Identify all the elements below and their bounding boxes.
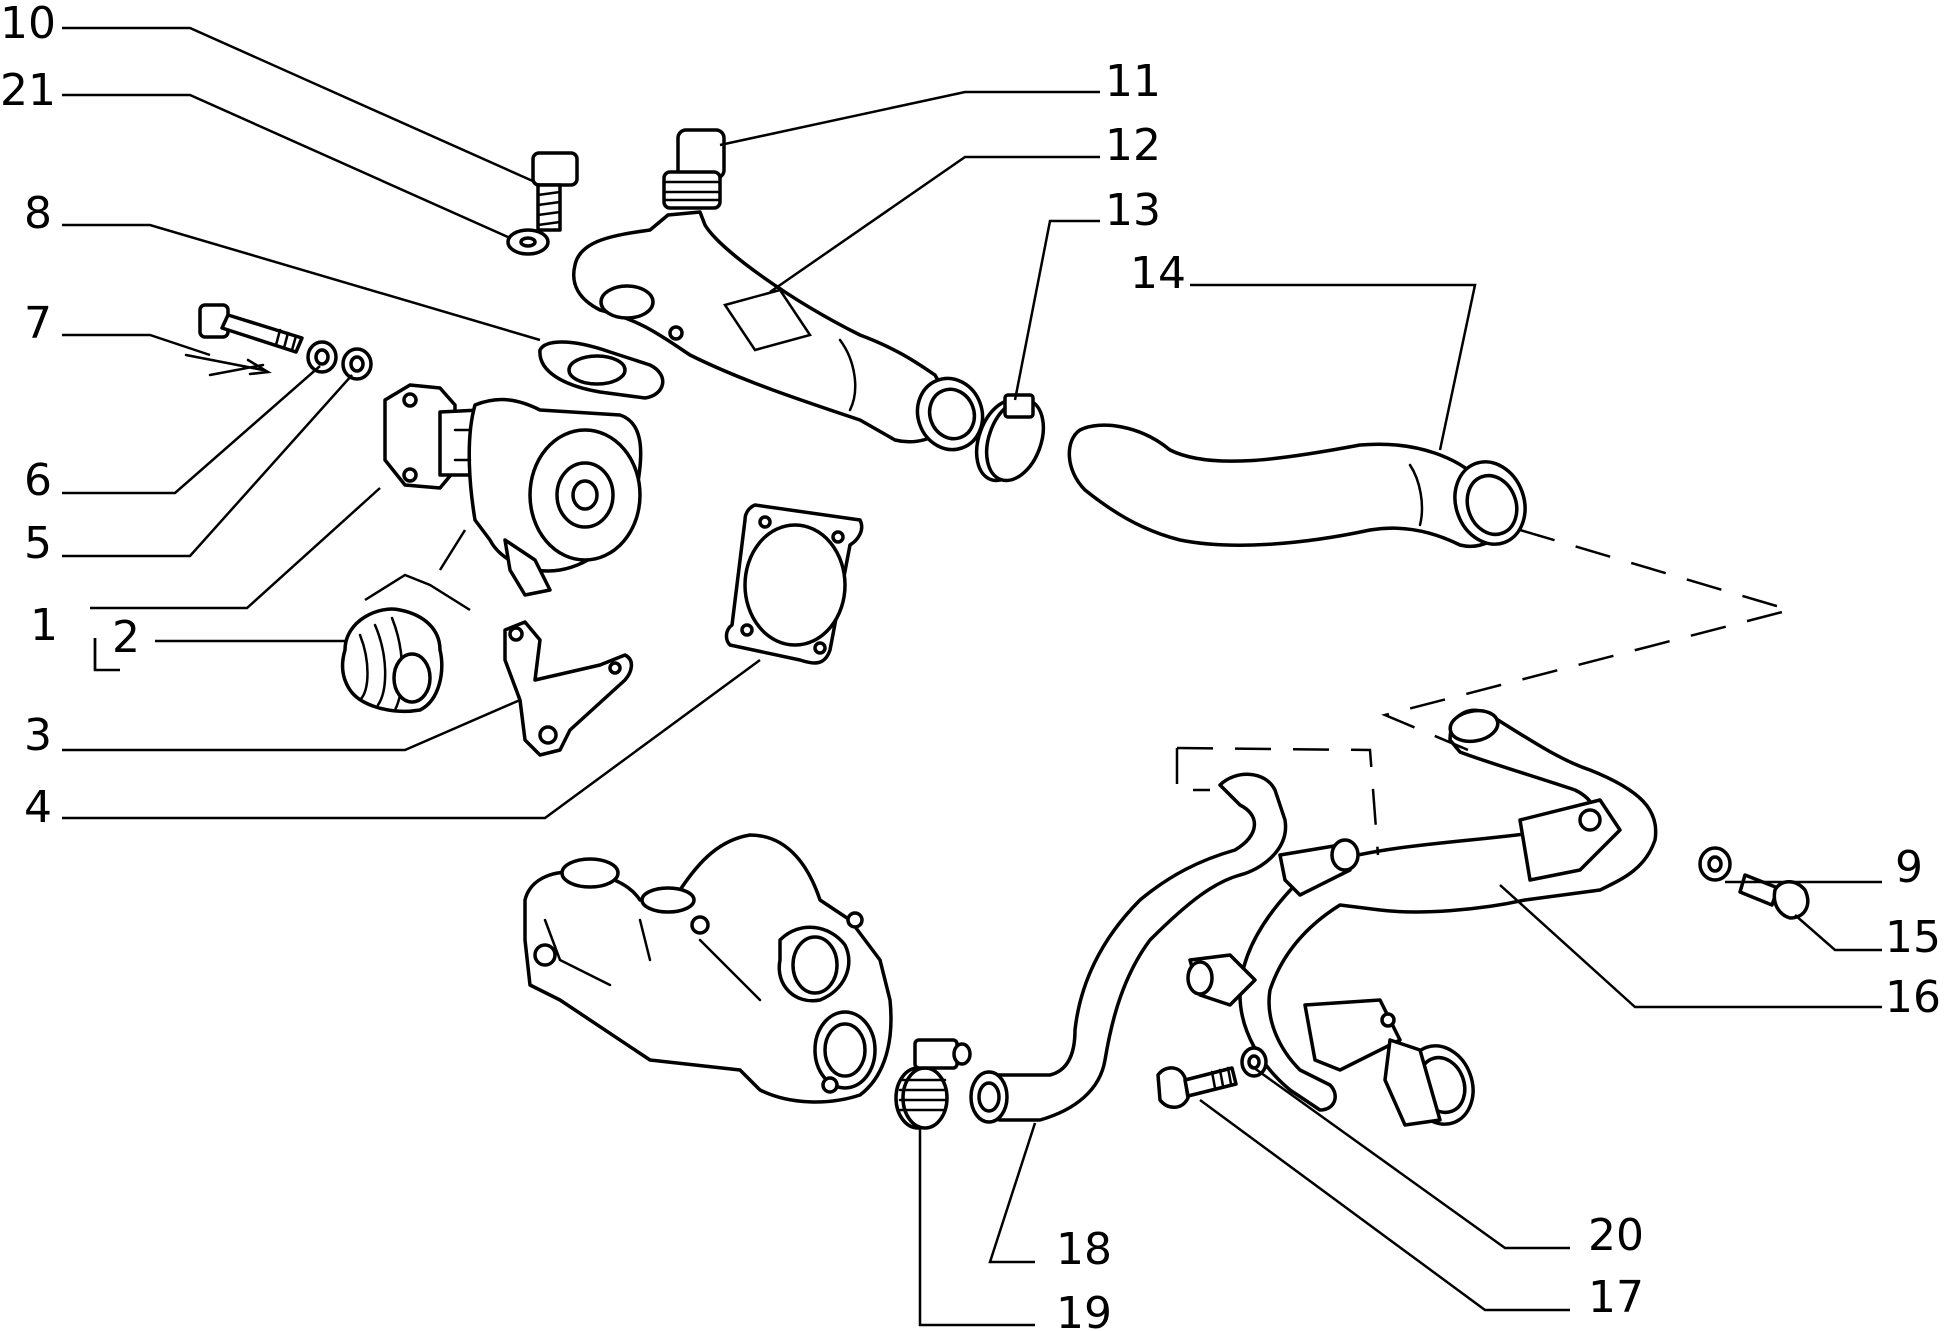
leader-lines bbox=[62, 26, 1882, 1327]
callout-21: 21 bbox=[0, 65, 56, 116]
callout-2: 2 bbox=[112, 612, 140, 663]
part-21-washer bbox=[506, 228, 550, 256]
callout-9: 9 bbox=[1895, 842, 1923, 893]
part-8-gasket bbox=[538, 340, 665, 400]
part-2-boot bbox=[340, 607, 444, 713]
callout-14: 14 bbox=[1130, 248, 1186, 299]
callout-16: 16 bbox=[1885, 972, 1941, 1023]
callout-17: 17 bbox=[1588, 1272, 1644, 1323]
part-12-pipe bbox=[572, 210, 985, 452]
part-4-gasket bbox=[724, 503, 864, 665]
callout-5: 5 bbox=[24, 518, 52, 569]
part-19-clamp bbox=[894, 1038, 972, 1130]
callout-6: 6 bbox=[24, 455, 52, 506]
callout-20: 20 bbox=[1588, 1210, 1644, 1261]
part-1-water-pump bbox=[383, 383, 643, 597]
part-9-washer bbox=[1698, 846, 1732, 882]
part-16-pipe bbox=[1186, 708, 1658, 1127]
part-14-hose bbox=[1067, 423, 1527, 548]
callout-8: 8 bbox=[24, 188, 52, 239]
callout-7: 7 bbox=[24, 298, 52, 349]
part-3-bracket bbox=[503, 620, 634, 757]
callout-11: 11 bbox=[1105, 56, 1161, 107]
part-5-washer bbox=[341, 347, 373, 381]
part-13-clamp bbox=[974, 393, 1046, 483]
part-7-bolt bbox=[184, 303, 304, 377]
part-18-hose bbox=[969, 772, 1288, 1124]
callout-18: 18 bbox=[1056, 1224, 1112, 1275]
part-6-washer bbox=[306, 340, 338, 374]
assembly-dashed-lines bbox=[1175, 528, 1795, 856]
callout-4: 4 bbox=[24, 782, 52, 833]
callout-10: 10 bbox=[0, 0, 56, 49]
part-10-bolt bbox=[531, 151, 579, 232]
callout-13: 13 bbox=[1105, 185, 1161, 236]
callout-12: 12 bbox=[1105, 120, 1161, 171]
part-17-bolt bbox=[1156, 1066, 1238, 1109]
part-11-plug bbox=[662, 128, 726, 210]
thermostat-housing bbox=[523, 833, 893, 1104]
callout-3: 3 bbox=[24, 710, 52, 761]
part-20-washer bbox=[1240, 1046, 1268, 1078]
callout-19: 19 bbox=[1056, 1288, 1112, 1331]
callout-1: 1 bbox=[30, 600, 58, 651]
callout-15: 15 bbox=[1885, 912, 1941, 963]
